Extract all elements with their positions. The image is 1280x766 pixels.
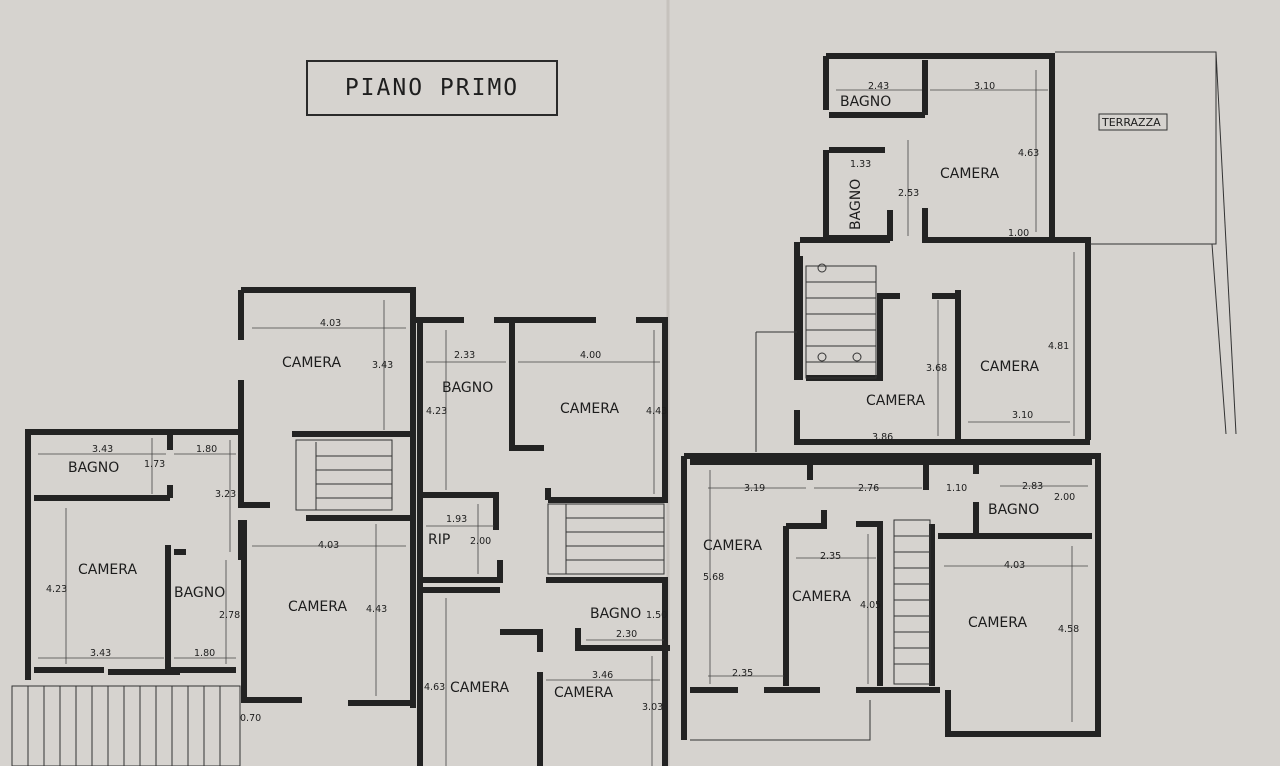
dim-4-03-b: 4.03 xyxy=(318,540,339,551)
dim-3-10-b: 3.10 xyxy=(1012,410,1033,421)
dim-2-43: 2.43 xyxy=(868,81,889,92)
dim-4-23-b: 4.23 xyxy=(426,406,447,417)
room-camera-c: CAMERA xyxy=(560,401,619,417)
dim-3-43-c: 3.43 xyxy=(90,648,111,659)
dim-2-83: 2.83 xyxy=(1022,481,1043,492)
dim-4-05: 4.05 xyxy=(860,600,881,611)
dim-0-70: 0.70 xyxy=(240,713,261,724)
room-camera-w-top: CAMERA xyxy=(282,355,341,371)
dim-4-23-a: 4.23 xyxy=(46,584,67,595)
dim-3-68: 3.68 xyxy=(926,363,947,374)
east-block xyxy=(681,453,1101,741)
dim-3-23: 3.23 xyxy=(215,489,236,500)
dim-1-10: 1.10 xyxy=(946,483,967,494)
dim-4-58: 4.58 xyxy=(1058,624,1079,635)
dim-1-00: 1.00 xyxy=(1008,228,1029,239)
dim-3-43-b: 3.43 xyxy=(92,444,113,455)
dim-4-81: 4.81 xyxy=(1048,341,1069,352)
dim-2-78: 2.78 xyxy=(219,610,240,621)
room-camera-w-left: CAMERA xyxy=(78,562,137,578)
room-rip: RIP xyxy=(428,532,450,548)
dim-5-68: 5.68 xyxy=(703,572,724,583)
dim-4-63-a: 4.63 xyxy=(1018,148,1039,159)
dim-4-43-a: 4.43 xyxy=(366,604,387,615)
dim-2-76: 2.76 xyxy=(858,483,879,494)
west-block xyxy=(11,287,416,766)
room-bagno-c: BAGNO xyxy=(442,380,493,396)
dim-2-00-b: 2.00 xyxy=(1054,492,1075,503)
dim-3-86: 3.86 xyxy=(872,432,893,443)
dim-1-80-b: 1.80 xyxy=(194,648,215,659)
dim-4-63-b: 4.63 xyxy=(424,682,445,693)
room-bagno-w2: BAGNO xyxy=(174,585,225,601)
dim-4-03-a: 4.03 xyxy=(320,318,341,329)
room-camera-e1: CAMERA xyxy=(703,538,762,554)
central-block xyxy=(416,317,670,766)
dim-3-46: 3.46 xyxy=(592,670,613,681)
plan-title: PIANO PRIMO xyxy=(306,60,558,116)
room-bagno-w: BAGNO xyxy=(68,460,119,476)
northeast-block xyxy=(755,51,1237,452)
dim-2-30: 2.30 xyxy=(616,629,637,640)
room-camera-e2: CAMERA xyxy=(792,589,851,605)
room-camera-c-bl: CAMERA xyxy=(450,680,509,696)
dim-4-03-c: 4.03 xyxy=(1004,560,1025,571)
dim-2-33: 2.33 xyxy=(454,350,475,361)
dim-2-53: 2.53 xyxy=(898,188,919,199)
dim-3-03: 3.03 xyxy=(642,702,663,713)
dim-4-43-b: 4.43 xyxy=(646,406,667,417)
dim-1-33: 1.33 xyxy=(850,159,871,170)
dim-3-19: 3.19 xyxy=(744,483,765,494)
dim-1-80-a: 1.80 xyxy=(196,444,217,455)
dim-3-10-a: 3.10 xyxy=(974,81,995,92)
room-camera-ne2: CAMERA xyxy=(980,359,1039,375)
room-bagno-c2: BAGNO xyxy=(590,606,641,622)
room-bagno-top: BAGNO xyxy=(840,94,891,110)
room-camera-ne1: CAMERA xyxy=(940,166,999,182)
room-camera-e3: CAMERA xyxy=(968,615,1027,631)
room-bagno-vertical: BAGNO xyxy=(848,179,864,230)
terrazza-label: TERRAZZA xyxy=(1101,116,1161,129)
room-camera-w-mid: CAMERA xyxy=(288,599,347,615)
dim-2-35-b: 2.35 xyxy=(732,668,753,679)
dim-3-43-a: 3.43 xyxy=(372,360,393,371)
room-bagno-e: BAGNO xyxy=(988,502,1039,518)
dim-1-93: 1.93 xyxy=(446,514,467,525)
dim-2-35-a: 2.35 xyxy=(820,551,841,562)
room-camera-ne3: CAMERA xyxy=(866,393,925,409)
dim-1-73: 1.73 xyxy=(144,459,165,470)
dim-4-00: 4.00 xyxy=(580,350,601,361)
dim-1-50: 1.50 xyxy=(646,610,667,621)
dim-2-00-a: 2.00 xyxy=(470,536,491,547)
room-camera-c-br: CAMERA xyxy=(554,685,613,701)
terrazza-frame xyxy=(1098,113,1168,131)
